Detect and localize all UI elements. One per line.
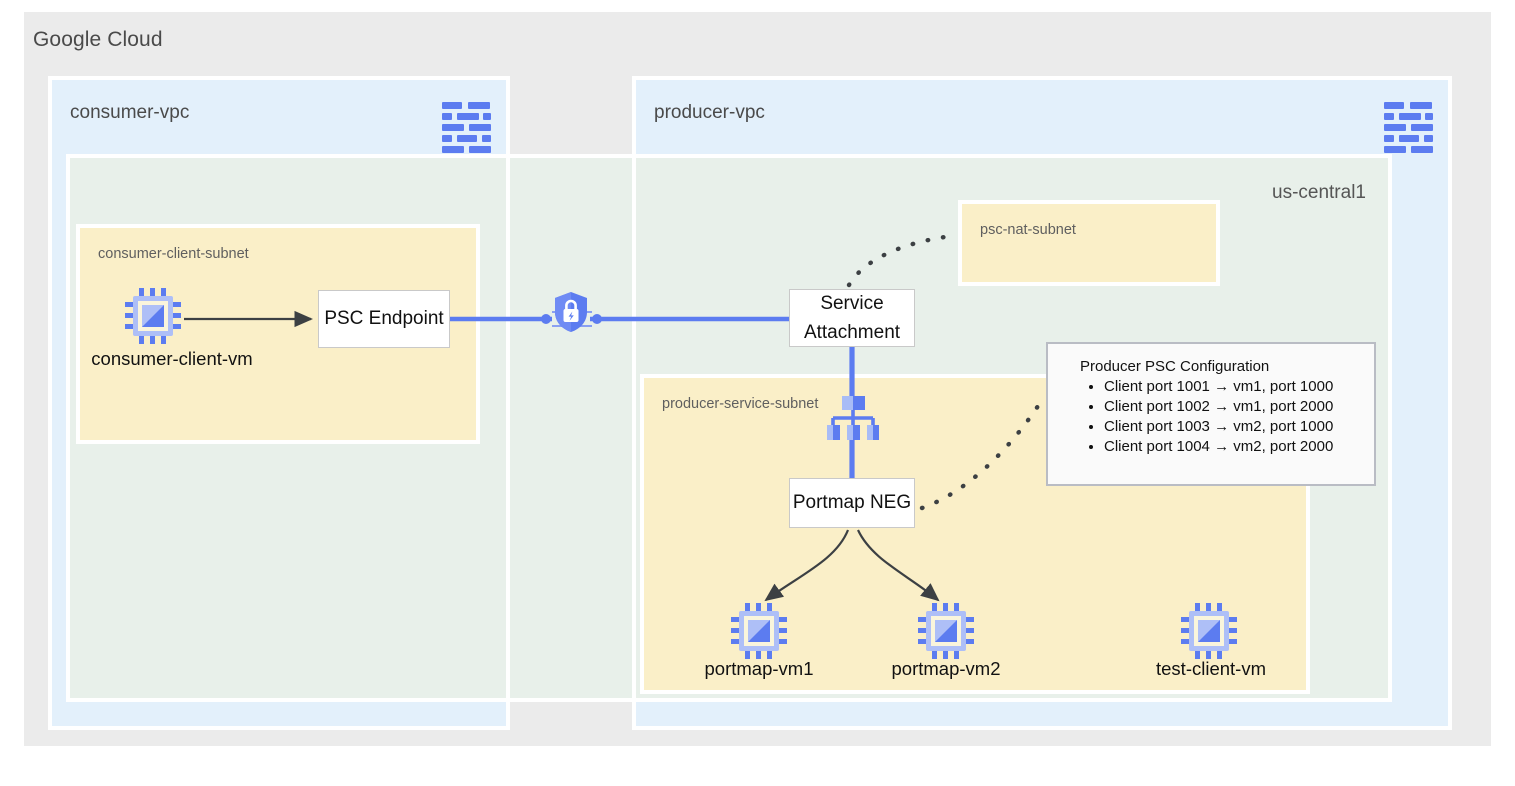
- psc-endpoint-label: PSC Endpoint: [324, 308, 444, 330]
- vpc-network-icon: [1384, 102, 1433, 153]
- list-item: Client port 1004 → vm2, port 2000: [1104, 437, 1360, 457]
- psc-nat-subnet-label: psc-nat-subnet: [980, 222, 1076, 238]
- consumer-client-subnet-label: consumer-client-subnet: [98, 246, 249, 262]
- service-attachment-node[interactable]: Service Attachment: [789, 289, 915, 347]
- region-band-gap: [506, 154, 636, 702]
- vm-instance-icon: [731, 603, 787, 659]
- region-label: us-central1: [1272, 182, 1366, 203]
- list-item: Client port 1001 → vm1, port 1000: [1104, 377, 1360, 397]
- vm-instance-icon: [125, 288, 181, 344]
- consumer-client-vm-label: consumer-client-vm: [91, 348, 253, 369]
- consumer-vpc-label: consumer-vpc: [70, 102, 190, 123]
- load-balancer-icon: [826, 396, 880, 440]
- service-attachment-label-line1: Service: [820, 292, 884, 314]
- portmap-neg-label: Portmap NEG: [792, 492, 912, 514]
- service-attachment-label-line2: Attachment: [803, 322, 901, 343]
- page-title: Google Cloud: [33, 28, 163, 51]
- producer-psc-configuration-title: Producer PSC Configuration: [1080, 358, 1270, 375]
- private-service-connect-shield-lock-icon: [553, 291, 589, 333]
- list-item: Client port 1003 → vm2, port 1000: [1104, 417, 1360, 437]
- test-client-vm-label: test-client-vm: [1156, 658, 1266, 679]
- producer-psc-configuration-list: Client port 1001 → vm1, port 1000 Client…: [1062, 377, 1360, 457]
- list-item: Client port 1002 → vm1, port 2000: [1104, 397, 1360, 417]
- portmap-vm1-label: portmap-vm1: [704, 658, 814, 679]
- vm-instance-icon: [918, 603, 974, 659]
- producer-vpc-label: producer-vpc: [654, 102, 765, 123]
- vm-instance-icon: [1181, 603, 1237, 659]
- producer-service-subnet-label: producer-service-subnet: [662, 396, 819, 412]
- vpc-network-icon: [442, 102, 491, 153]
- psc-nat-subnet: psc-nat-subnet: [958, 200, 1220, 286]
- portmap-neg-node[interactable]: Portmap NEG: [789, 478, 915, 528]
- producer-psc-configuration-box: Producer PSC Configuration Client port 1…: [1046, 342, 1376, 486]
- portmap-vm2-label: portmap-vm2: [891, 658, 1001, 679]
- psc-endpoint-node[interactable]: PSC Endpoint: [318, 290, 450, 348]
